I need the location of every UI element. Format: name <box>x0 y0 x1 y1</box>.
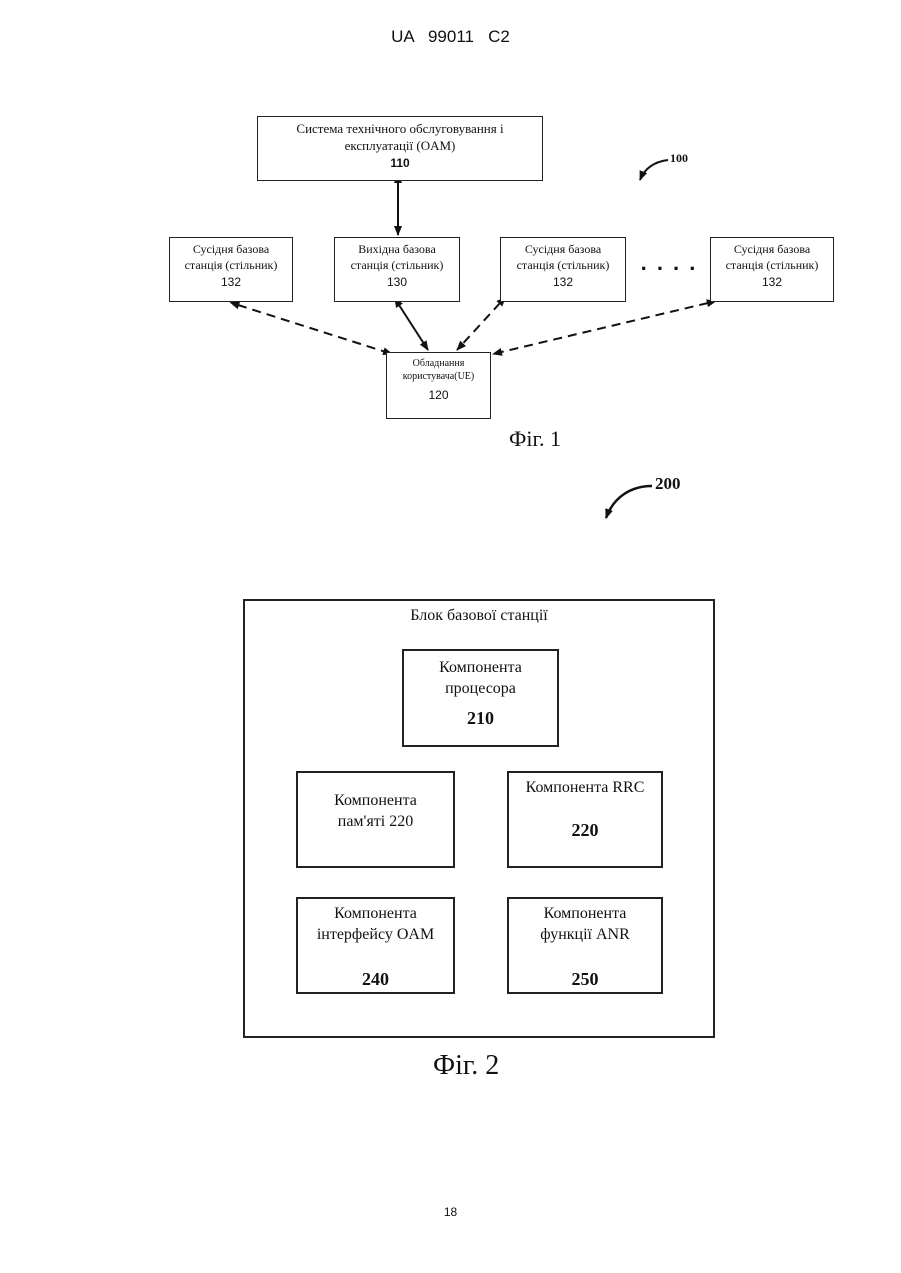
anr-number: 250 <box>509 969 661 989</box>
rrc-number: 220 <box>509 820 661 840</box>
oam-interface-component: Компонента інтерфейсу OAM 240 <box>296 897 455 994</box>
station-number: 132 <box>501 273 625 291</box>
neighbor-station-2: Сусідня базова станція (стільник) 132 <box>500 237 626 302</box>
station-label-line2: станція (стільник) <box>711 257 833 273</box>
station-label-line2: станція (стільник) <box>335 257 459 273</box>
anr-label-line1: Компонента <box>509 903 661 924</box>
neighbor-station-3: Сусідня базова станція (стільник) 132 <box>710 237 834 302</box>
station-label-line1: Сусідня базова <box>711 241 833 257</box>
source-to-ue-arrow <box>399 305 428 350</box>
oam-number: 110 <box>258 154 542 172</box>
memory-label-line1: Компонента <box>298 790 453 811</box>
source-station: Вихідна базова станція (стільник) 130 <box>334 237 460 302</box>
oam-label-line1: Система технічного обслуговування і <box>258 120 542 137</box>
ue-label-line2: користувача(UE) <box>387 370 490 383</box>
neighbor3-to-ue-arrow <box>493 303 708 354</box>
oam-box: Система технічного обслуговування і експ… <box>257 116 543 181</box>
rrc-label-line1: Компонента RRC <box>509 777 661 798</box>
station-label-line2: станція (стільник) <box>170 257 292 273</box>
ref-200-pointer <box>606 486 652 518</box>
station-label-line1: Вихідна базова <box>335 241 459 257</box>
anr-label-line2: функції ANR <box>509 924 661 945</box>
processor-label-line1: Компонента <box>404 657 557 678</box>
base-station-block-title: Блок базової станції <box>243 607 715 625</box>
fig1-caption: Фіг. 1 <box>509 426 561 452</box>
ue-box: Обладнання користувача(UE) 120 <box>386 352 491 419</box>
neighbor-station-1: Сусідня базова станція (стільник) 132 <box>169 237 293 302</box>
oam-interface-number: 240 <box>298 969 453 989</box>
oam-interface-label-line2: інтерфейсу OAM <box>298 924 453 945</box>
fig2-reference-number: 200 <box>655 474 681 494</box>
neighbor2-to-ue-arrow <box>457 303 500 350</box>
oam-label-line2: експлуатації (OAM) <box>258 137 542 154</box>
station-label-line1: Сусідня базова <box>501 241 625 257</box>
anr-component: Компонента функції ANR 250 <box>507 897 663 994</box>
ref-100-pointer <box>640 160 668 180</box>
processor-number: 210 <box>404 708 557 728</box>
ue-number: 120 <box>387 383 490 407</box>
station-number: 130 <box>335 273 459 291</box>
station-number: 132 <box>170 273 292 291</box>
station-label-line1: Сусідня базова <box>170 241 292 257</box>
neighbor1-to-ue-arrow <box>238 305 392 354</box>
processor-component: Компонента процесора 210 <box>402 649 559 747</box>
ue-label-line1: Обладнання <box>387 357 490 370</box>
page-number: 18 <box>0 1205 901 1219</box>
fig1-reference-number: 100 <box>670 151 688 166</box>
memory-label-line2: пам'яті 220 <box>298 811 453 832</box>
station-ellipsis: . . . . <box>627 250 711 276</box>
processor-label-line2: процесора <box>404 678 557 699</box>
station-label-line2: станція (стільник) <box>501 257 625 273</box>
memory-component: Компонента пам'яті 220 <box>296 771 455 868</box>
rrc-component: Компонента RRC 220 <box>507 771 663 868</box>
station-number: 132 <box>711 273 833 291</box>
fig2-caption: Фіг. 2 <box>433 1050 499 1082</box>
oam-interface-label-line1: Компонента <box>298 903 453 924</box>
